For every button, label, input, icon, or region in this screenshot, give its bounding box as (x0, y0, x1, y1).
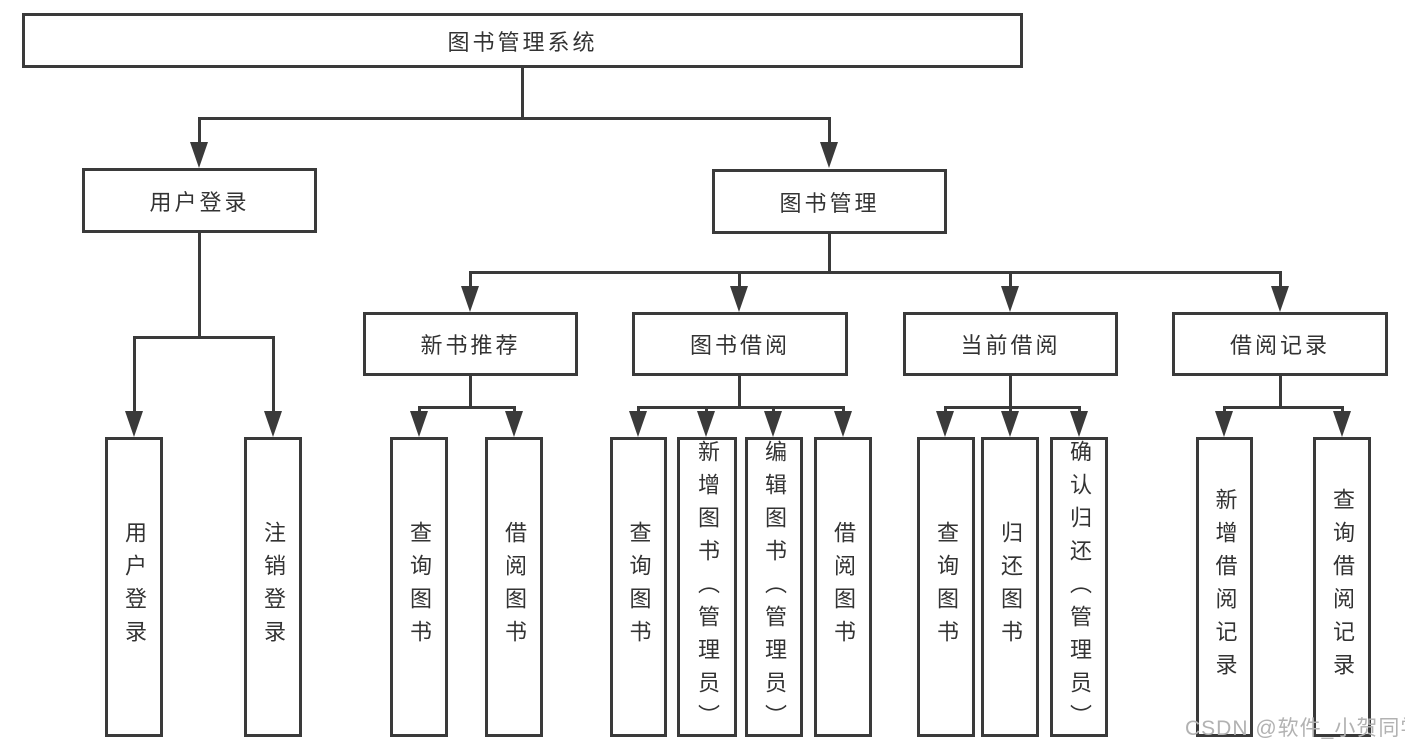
node-library-system: 图书管理系统 (22, 13, 1023, 68)
connector-line (469, 271, 1281, 274)
connector-line (272, 336, 275, 414)
arrowhead-icon (461, 286, 479, 312)
arrowhead-icon (629, 411, 647, 437)
arrowhead-icon (264, 411, 282, 437)
arrowhead-icon (834, 411, 852, 437)
arrowhead-icon (410, 411, 428, 437)
connector-line (1009, 406, 1012, 413)
leaf-user-login-label: 用户登录 (122, 521, 147, 653)
leaf-logout-label: 注销登录 (261, 521, 286, 653)
connector-line (469, 376, 472, 406)
node-borrow-records: 借阅记录 (1172, 312, 1388, 376)
connector-line (418, 406, 516, 409)
arrowhead-icon (730, 286, 748, 312)
connector-line (469, 271, 472, 288)
connector-line (1279, 376, 1282, 406)
connector-line (738, 271, 741, 288)
arrowhead-icon (1271, 286, 1289, 312)
leaf-add-book-admin-label: 新增图书（管理员） (695, 440, 720, 737)
node-new-book-recommend: 新书推荐 (363, 312, 578, 376)
arrowhead-icon (764, 411, 782, 437)
node-book-borrow: 图书借阅 (632, 312, 848, 376)
arrowhead-icon (936, 411, 954, 437)
leaf-query-borrow-record-label: 查询借阅记录 (1330, 488, 1355, 686)
arrowhead-icon (697, 411, 715, 437)
leaf-confirm-return-admin-label: 确认归还（管理员） (1067, 440, 1092, 737)
connector-line (133, 336, 274, 339)
connector-line (1279, 271, 1282, 288)
arrowhead-icon (1001, 411, 1019, 437)
arrowhead-icon (505, 411, 523, 437)
connector-line (1223, 406, 1343, 409)
connector-line (828, 234, 831, 271)
node-book-management: 图书管理 (712, 169, 947, 234)
connector-line (198, 117, 201, 145)
connector-line (637, 406, 640, 413)
leaf-add-borrow-record: 新增借阅记录 (1196, 437, 1253, 737)
leaf-borrow-books-2-label: 借阅图书 (831, 521, 856, 653)
connector-line (1078, 406, 1081, 413)
connector-line (637, 406, 844, 409)
connector-line (513, 406, 516, 413)
connector-line (198, 233, 201, 336)
leaf-query-books-2-label: 查询图书 (626, 521, 652, 653)
leaf-query-books-3-label: 查询图书 (934, 521, 959, 653)
node-user-login: 用户登录 (82, 168, 317, 233)
connector-line (1009, 271, 1012, 288)
arrowhead-icon (125, 411, 143, 437)
connector-line (828, 117, 831, 145)
connector-line (521, 68, 524, 117)
leaf-edit-book-admin-label: 编辑图书（管理员） (762, 440, 787, 737)
connector-line (133, 336, 136, 414)
leaf-user-login: 用户登录 (105, 437, 163, 737)
leaf-query-books-1-label: 查询图书 (407, 521, 432, 653)
connector-line (842, 406, 845, 413)
leaf-borrow-books-1: 借阅图书 (485, 437, 543, 737)
connector-line (1223, 406, 1226, 413)
connector-line (738, 376, 741, 406)
connector-line (198, 117, 831, 120)
connector-line (418, 406, 421, 413)
csdn-watermark: CSDN @软件_小贺同学 (1185, 717, 1405, 740)
leaf-return-book-label: 归还图书 (998, 521, 1023, 653)
leaf-borrow-books-2: 借阅图书 (814, 437, 872, 737)
connector-line (944, 406, 1080, 409)
connector-line (772, 406, 775, 413)
connector-line (705, 406, 708, 413)
connector-line (1009, 376, 1012, 406)
leaf-edit-book-admin: 编辑图书（管理员） (745, 437, 803, 737)
node-current-borrow: 当前借阅 (903, 312, 1118, 376)
arrowhead-icon (1001, 286, 1019, 312)
leaf-add-book-admin: 新增图书（管理员） (677, 437, 737, 737)
connector-line (1341, 406, 1344, 413)
connector-line (944, 406, 947, 413)
leaf-borrow-books-1-label: 借阅图书 (502, 521, 527, 653)
leaf-logout: 注销登录 (244, 437, 302, 737)
leaf-confirm-return-admin: 确认归还（管理员） (1050, 437, 1108, 737)
arrowhead-icon (190, 142, 208, 168)
leaf-query-borrow-record: 查询借阅记录 (1313, 437, 1371, 737)
arrowhead-icon (1333, 411, 1351, 437)
leaf-return-book: 归还图书 (981, 437, 1039, 737)
leaf-query-books-3: 查询图书 (917, 437, 975, 737)
arrowhead-icon (1215, 411, 1233, 437)
arrowhead-icon (1070, 411, 1088, 437)
arrowhead-icon (820, 142, 838, 168)
leaf-query-books-1: 查询图书 (390, 437, 448, 737)
leaf-add-borrow-record-label: 新增借阅记录 (1212, 488, 1238, 686)
leaf-query-books-2: 查询图书 (610, 437, 667, 737)
